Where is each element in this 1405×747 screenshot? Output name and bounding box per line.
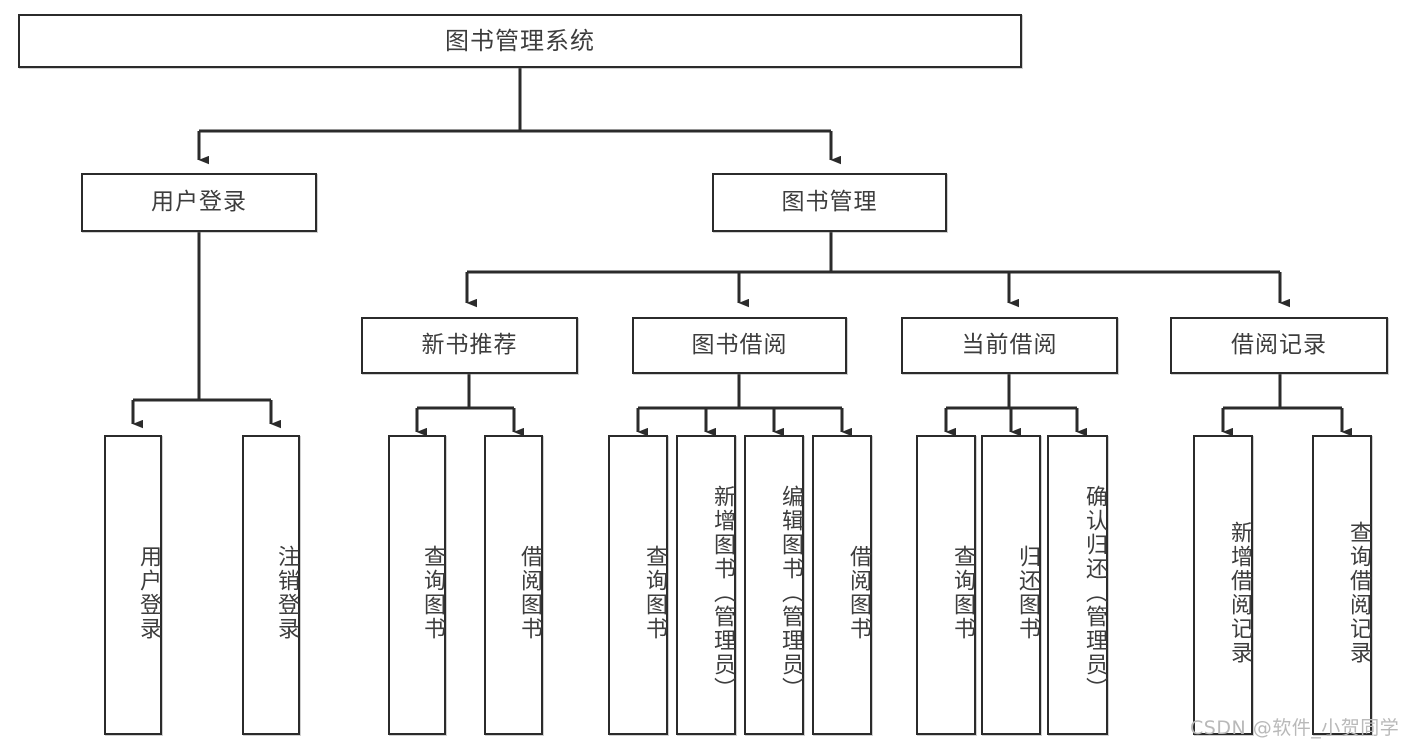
node-new-book-recommend[interactable]: 新书推荐 xyxy=(361,317,578,374)
leaf-user-login[interactable]: 用户登录 xyxy=(104,435,162,735)
leaf-return-book[interactable]: 归还图书 xyxy=(981,435,1041,735)
leaf-borrow-book[interactable]: 借阅图书 xyxy=(812,435,872,735)
node-borrow-record[interactable]: 借阅记录 xyxy=(1170,317,1388,374)
node-user-login[interactable]: 用户登录 xyxy=(81,173,317,232)
leaf-add-book[interactable]: 新增图书（管理员） xyxy=(676,435,736,735)
leaf-query-book-recommend[interactable]: 查询图书 xyxy=(388,435,446,735)
leaf-query-book-borrow[interactable]: 查询图书 xyxy=(608,435,668,735)
leaf-confirm-return[interactable]: 确认归还（管理员） xyxy=(1047,435,1108,735)
leaf-query-borrow-record[interactable]: 查询借阅记录 xyxy=(1312,435,1372,735)
node-book-manage[interactable]: 图书管理 xyxy=(712,173,947,232)
leaf-add-borrow-record[interactable]: 新增借阅记录 xyxy=(1193,435,1253,735)
leaf-query-book-current[interactable]: 查询图书 xyxy=(916,435,976,735)
csdn-watermark: CSDN @软件_小贺同学 xyxy=(1190,717,1400,739)
leaf-edit-book[interactable]: 编辑图书（管理员） xyxy=(744,435,804,735)
node-book-borrow[interactable]: 图书借阅 xyxy=(632,317,847,374)
leaf-logout[interactable]: 注销登录 xyxy=(242,435,300,735)
leaf-borrow-book-recommend[interactable]: 借阅图书 xyxy=(484,435,543,735)
node-current-borrow[interactable]: 当前借阅 xyxy=(901,317,1118,374)
node-root[interactable]: 图书管理系统 xyxy=(18,14,1022,68)
